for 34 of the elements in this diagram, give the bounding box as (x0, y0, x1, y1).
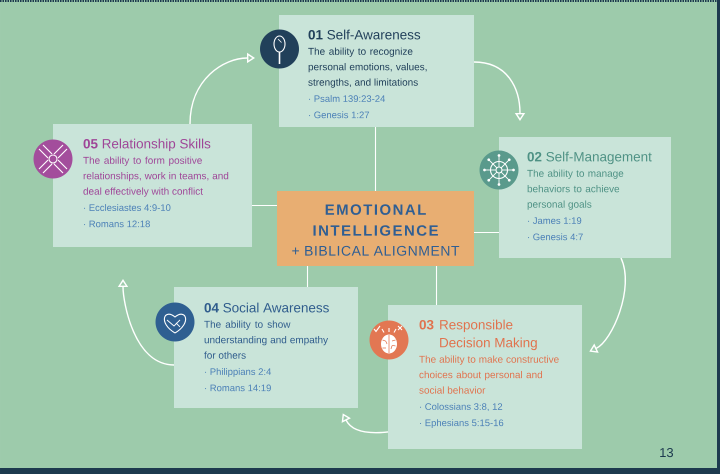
card-description: The ability to recognize personal emotions, values, strengths, and limitations (308, 48, 427, 88)
connector-line (436, 266, 438, 305)
card-heading: 04 Social Awareness (204, 302, 329, 312)
hub-title: EMOTIONAL INTELLIGENCE (314, 204, 438, 236)
scripture-reference: · Romans 12:18 (84, 220, 150, 228)
scripture-reference: · Colossians 3:8, 12 (420, 402, 502, 412)
connector-line (474, 232, 499, 234)
scripture-reference: · Genesis 1:27 (309, 111, 370, 118)
scripture-reference: · Ephesians 5:15-16 (420, 419, 504, 428)
skill-card (499, 137, 671, 258)
scripture-reference: · Romans 14:19 (205, 384, 271, 392)
skill-card (279, 15, 474, 127)
scripture-reference: · James 1:19 (528, 217, 582, 224)
card-heading: 03 Responsible Decision Making (420, 320, 537, 350)
card-description: The ability to form positive relationships, work in teams, and deal effectively with conflict (83, 156, 228, 197)
skill-card (174, 287, 358, 408)
card-heading: 01 Self-Awareness (308, 30, 420, 40)
connector-line (374, 127, 376, 191)
card-description: The ability to manage behaviors to achieve personal goals (527, 170, 624, 210)
skill-card (388, 305, 582, 449)
card-heading: 05 Relationship Skills (84, 138, 210, 152)
scripture-reference: · Genesis 4:7 (528, 233, 583, 240)
connector-line (306, 266, 308, 287)
connector-line (252, 204, 277, 206)
card-description: The ability to show understanding and empathy for others (204, 320, 328, 359)
card-description: The ability to make constructive choices about personal and social behavior (419, 356, 559, 394)
title-box (277, 191, 474, 266)
scripture-reference: · Psalm 139:23-24 (309, 95, 386, 102)
card-heading: 02 Self-Management (528, 152, 652, 164)
page-number: 13 (660, 448, 674, 458)
hub-subtitle: + BIBLICAL ALIGNMENT (292, 246, 460, 256)
scripture-reference: · Philippians 2:4 (205, 368, 272, 377)
skill-card (53, 124, 252, 247)
scripture-reference: · Ecclesiastes 4:9-10 (84, 204, 170, 211)
